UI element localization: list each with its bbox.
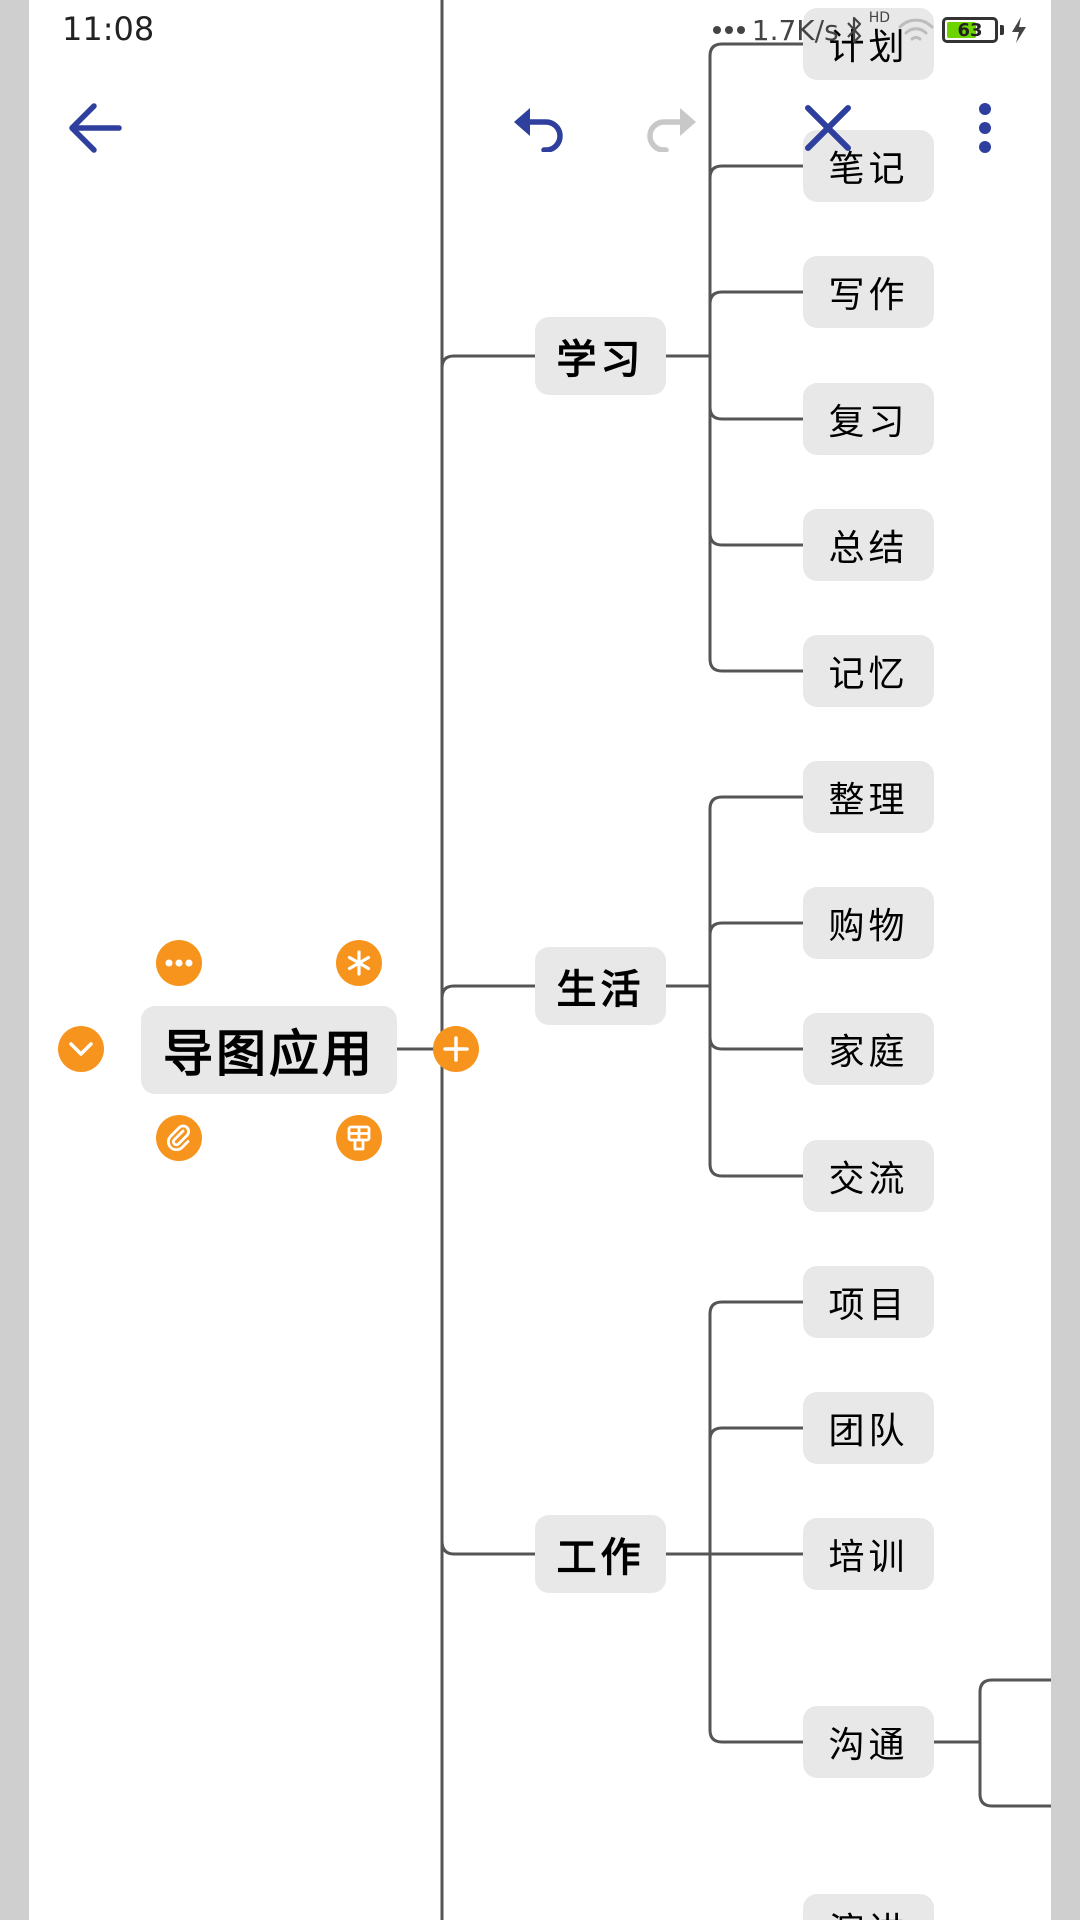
leaf-node[interactable]: 团队 — [803, 1392, 934, 1464]
leaf-node[interactable]: 培训 — [803, 1518, 934, 1590]
root-node-label: 导图应用 — [163, 1025, 375, 1083]
connector-b1-c5 — [708, 532, 803, 547]
connector-b3-c2 — [708, 1426, 803, 1441]
flag-icon — [347, 1125, 371, 1151]
leaf-node-label: 笔记 — [828, 149, 909, 190]
connector-b1-c4 — [708, 406, 803, 421]
connector-branch-1 — [440, 354, 535, 369]
connector-branch-3 — [440, 1540, 535, 1556]
leaf-node[interactable]: 交流 — [803, 1140, 934, 1212]
connector-b1-c2 — [708, 164, 803, 179]
branch-node-life[interactable]: 生活 — [535, 947, 666, 1025]
charging-icon — [1012, 17, 1026, 43]
leaf-node[interactable]: 购物 — [803, 887, 934, 959]
node-flag-button[interactable] — [336, 1115, 382, 1161]
connector-b2-c3 — [708, 1036, 803, 1051]
battery-icon: 63 — [942, 17, 998, 43]
node-add-child-button[interactable] — [433, 1026, 479, 1072]
node-attachment-button[interactable] — [156, 1115, 202, 1161]
connector-b1-vertical — [708, 42, 723, 673]
battery-tip — [1000, 25, 1004, 35]
leaf-node-label: 家庭 — [828, 1032, 909, 1073]
branch-node-label: 生活 — [556, 967, 645, 1013]
back-button[interactable] — [55, 88, 135, 168]
connector-b2-c2 — [708, 921, 803, 936]
leaf-node[interactable]: 复习 — [803, 383, 934, 455]
leaf-node-partial[interactable]: 演讲 — [803, 1894, 934, 1920]
leaf-node-label: 团队 — [828, 1411, 909, 1452]
branch-node-work[interactable]: 工作 — [535, 1515, 666, 1593]
leaf-node-label: 交流 — [828, 1159, 909, 1200]
left-gutter — [0, 0, 29, 1920]
undo-button[interactable] — [500, 88, 580, 168]
redo-icon — [647, 108, 696, 152]
bluetooth-icon — [846, 16, 861, 44]
attachment-icon — [167, 1124, 190, 1152]
redo-button[interactable] — [630, 88, 710, 168]
more-horizontal-icon — [165, 959, 193, 967]
leaf-node-label: 购物 — [828, 906, 909, 947]
leaf-node-label: 总结 — [828, 528, 909, 569]
more-vertical-icon — [979, 103, 991, 153]
leaf-node-label: 计划 — [828, 27, 909, 68]
chevron-down-icon — [69, 1042, 93, 1056]
leaf-node[interactable]: 笔记 — [803, 130, 934, 202]
connector-branch-2 — [440, 984, 535, 999]
leaf-node-label: 复习 — [828, 402, 909, 443]
leaf-node-label: 演讲 — [828, 1902, 908, 1920]
leaf-node[interactable]: 项目 — [803, 1266, 934, 1338]
close-icon — [805, 105, 851, 151]
battery-fill — [947, 22, 976, 38]
undo-icon — [514, 108, 563, 152]
root-node[interactable]: 导图应用 — [141, 1006, 397, 1094]
wifi-icon — [898, 18, 934, 41]
leaf-node-label: 培训 — [828, 1537, 909, 1578]
status-icons: 1.7K/s HD 63 — [712, 8, 1028, 52]
signal-dots-icon — [712, 26, 745, 34]
branch-node-label: 学习 — [556, 337, 645, 383]
leaf-node[interactable]: 整理 — [803, 761, 934, 833]
branch-node-label: 工作 — [556, 1535, 645, 1581]
connector-b2-vertical — [708, 795, 723, 1178]
asterisk-icon — [347, 950, 371, 976]
leaf-node-label: 整理 — [828, 780, 909, 821]
leaf-node[interactable]: 家庭 — [803, 1013, 934, 1085]
leaf-node[interactable]: 总结 — [803, 509, 934, 581]
leaf-node[interactable]: 记忆 — [803, 635, 934, 707]
connector-b1-c3 — [708, 290, 803, 305]
plus-icon — [443, 1036, 469, 1062]
leaf-node[interactable]: 写作 — [803, 256, 934, 328]
network-speed: 1.7K/s — [751, 13, 839, 47]
node-collapse-button[interactable] — [58, 1026, 104, 1072]
leaf-node-label: 记忆 — [828, 654, 909, 695]
leaf-node-label: 沟通 — [828, 1725, 909, 1766]
arrow-left-icon — [69, 103, 122, 153]
right-gutter — [1051, 0, 1080, 1920]
leaf-node-label: 写作 — [828, 275, 909, 316]
connector-sub-vertical — [978, 1678, 1051, 1808]
status-time: 11:08 — [62, 10, 155, 48]
battery-level: 63 — [957, 19, 983, 41]
branch-node-study[interactable]: 学习 — [535, 317, 666, 395]
node-more-button[interactable] — [156, 940, 202, 986]
leaf-node-label: 项目 — [828, 1285, 909, 1326]
connector-b3-vertical — [708, 1300, 723, 1744]
more-options-button[interactable] — [945, 88, 1025, 168]
node-priority-button[interactable] — [336, 940, 382, 986]
connector-lines — [396, 0, 1051, 1920]
close-button[interactable] — [788, 88, 868, 168]
hd-label: HD — [868, 10, 890, 26]
status-bar: 11:08 1.7K/s HD 63 — [0, 0, 1080, 62]
leaf-node[interactable]: 沟通 — [803, 1706, 934, 1778]
